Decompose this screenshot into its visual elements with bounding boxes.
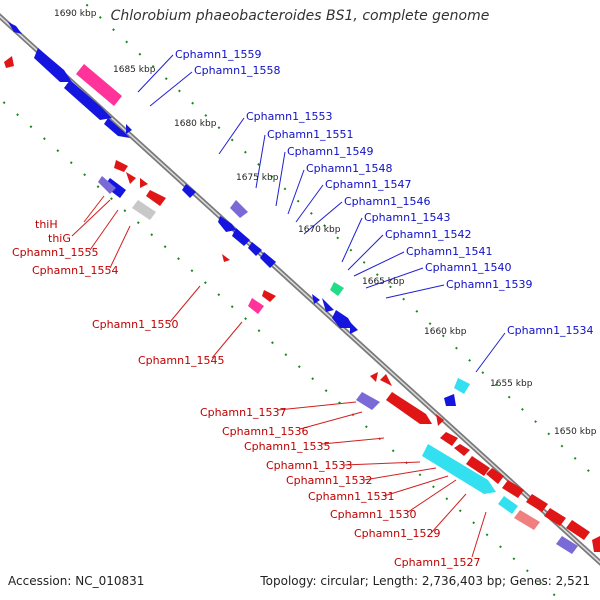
gene-reverse (126, 172, 136, 184)
gene-label: Cphamn1_1534 (507, 324, 594, 337)
gene-label: Cphamn1_1546 (344, 195, 431, 208)
gene-reverse (440, 432, 458, 446)
gene-highlight (98, 176, 116, 194)
gene-reverse (592, 536, 600, 552)
genome-summary-text: Topology: circular; Length: 2,736,403 bp… (260, 574, 590, 588)
gene-label: Cphamn1_1547 (325, 178, 412, 191)
forward-genes (8, 22, 456, 406)
gene-highlight (230, 200, 248, 218)
gene-highlight (454, 378, 470, 394)
gene-reverse (262, 290, 276, 302)
gene-reverse (544, 508, 566, 526)
gene-highlight (330, 282, 344, 296)
gene-label: Cphamn1_1537 (200, 406, 287, 419)
gene-label: Cphamn1_1541 (406, 245, 493, 258)
gene-label: Cphamn1_1530 (330, 508, 417, 521)
gene-reverse (4, 56, 14, 68)
accession-text: Accession: NC_010831 (8, 574, 145, 588)
gene-reverse (114, 160, 128, 172)
gene-reverse (526, 494, 548, 512)
gene-label: Cphamn1_1550 (92, 318, 179, 331)
gene-label: Cphamn1_1539 (446, 278, 533, 291)
scale-label: 1660 kbp (424, 327, 467, 337)
gene-label: Cphamn1_1531 (308, 490, 395, 503)
gene-forward (332, 310, 354, 328)
scale-label: 1670 kbp (298, 225, 341, 235)
gene-label: Cphamn1_1559 (175, 48, 262, 61)
reverse-gene-labels: thiH thiG Cphamn1_1555 Cphamn1_1554 Cpha… (12, 218, 481, 569)
gene-forward (218, 216, 236, 232)
gene-reverse (146, 190, 166, 206)
outer-tick-track (80, 0, 600, 483)
gene-label: Cphamn1_1533 (266, 459, 353, 472)
gene-forward (8, 22, 22, 34)
genome-title: Chlorobium phaeobacteroides BS1, complet… (110, 8, 490, 24)
gene-forward (182, 184, 196, 198)
scale-label: 1675 kbp (236, 173, 279, 183)
gene-reverse (140, 178, 148, 188)
gene-reverse (502, 480, 524, 498)
gene-label: Cphamn1_1558 (194, 64, 281, 77)
gene-label: thiG (48, 232, 71, 245)
gene-forward (34, 48, 72, 82)
gene-forward (104, 118, 130, 138)
gene-reverse (566, 520, 590, 540)
gene-label: Cphamn1_1529 (354, 527, 441, 540)
gene-forward (64, 80, 112, 120)
gene-label: Cphamn1_1536 (222, 425, 309, 438)
gene-forward (260, 252, 276, 268)
gene-label: Cphamn1_1527 (394, 556, 481, 569)
gene-label: Cphamn1_1542 (385, 228, 472, 241)
gene-highlight (422, 444, 496, 494)
scale-label: 1655 kbp (490, 379, 533, 389)
gene-label: thiH (35, 218, 58, 231)
gene-reverse (436, 414, 444, 426)
gene-label: Cphamn1_1548 (306, 162, 393, 175)
gene-highlight (248, 298, 264, 314)
gene-label: Cphamn1_1549 (287, 145, 374, 158)
gene-label: Cphamn1_1532 (286, 474, 373, 487)
scale-label: 1680 kbp (174, 119, 217, 129)
gene-highlight (132, 200, 156, 220)
forward-leaders (137, 54, 506, 373)
gene-label: Cphamn1_1543 (364, 211, 451, 224)
gene-label: Cphamn1_1535 (244, 440, 331, 453)
gene-highlight (556, 536, 578, 554)
gene-forward (444, 394, 456, 406)
gene-forward (248, 242, 262, 256)
gene-highlight (514, 510, 540, 530)
gene-highlight (76, 64, 122, 106)
gene-label: Cphamn1_1540 (425, 261, 512, 274)
gene-reverse (380, 374, 392, 386)
scale-label: 1685 kbp (113, 65, 156, 75)
forward-gene-labels: Cphamn1_1559 Cphamn1_1558 Cphamn1_1553 C… (175, 48, 594, 337)
scale-label: 1665 kbp (362, 277, 405, 287)
gene-reverse (454, 444, 470, 456)
gene-label: Cphamn1_1551 (267, 128, 354, 141)
gene-label: Cphamn1_1545 (138, 354, 225, 367)
reverse-leaders (71, 195, 487, 558)
gene-label: Cphamn1_1554 (32, 264, 119, 277)
gene-label: Cphamn1_1553 (246, 110, 333, 123)
scale-label: 1690 kbp (54, 9, 97, 19)
gene-forward (322, 298, 334, 312)
gene-reverse (486, 468, 504, 484)
gene-highlight (356, 392, 380, 410)
reverse-genes (4, 56, 600, 554)
gene-reverse (222, 254, 230, 262)
inner-tick-track (0, 97, 561, 600)
scale-label: 1650 kbp (554, 427, 597, 437)
gene-forward (126, 124, 132, 134)
gene-forward (350, 322, 358, 334)
gene-highlight (498, 496, 518, 514)
scale-labels: 1690 kbp 1685 kbp 1680 kbp 1675 kbp 1670… (54, 9, 597, 437)
gene-forward (232, 228, 250, 246)
gene-reverse (386, 392, 432, 424)
gene-reverse (370, 372, 378, 382)
gene-label: Cphamn1_1555 (12, 246, 99, 259)
gene-reverse (466, 456, 490, 476)
gene-forward (312, 294, 320, 304)
